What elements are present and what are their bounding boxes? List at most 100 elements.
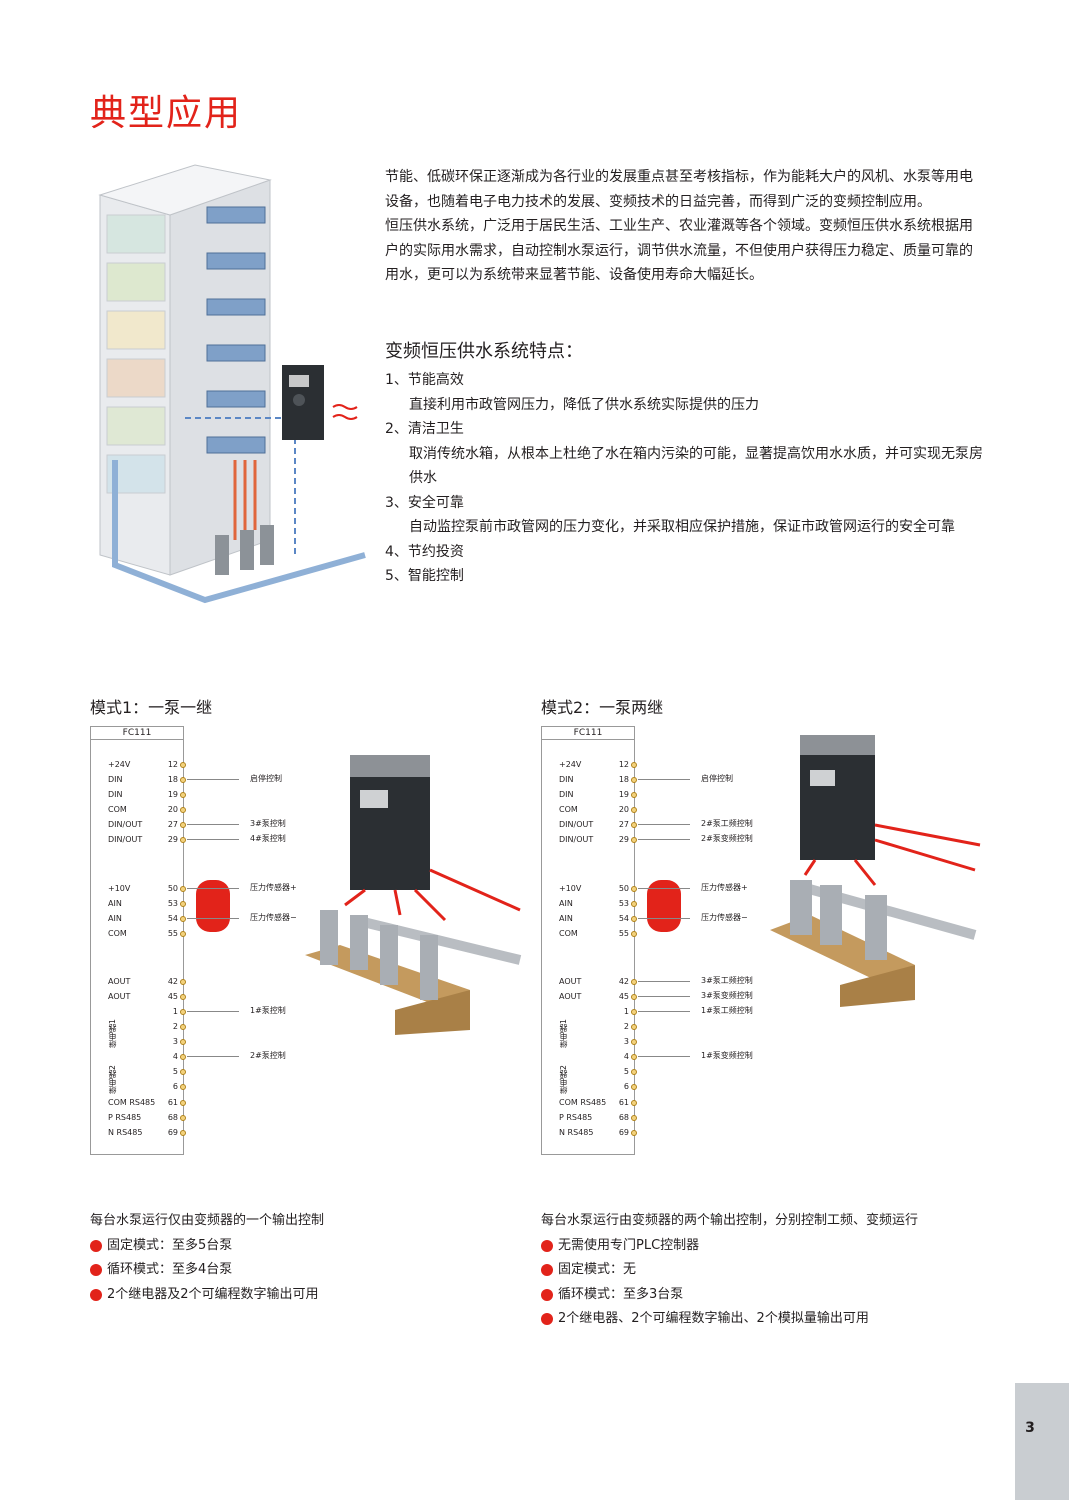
signal-label: 2#泵控制 [250,1051,286,1060]
signal-label: 4#泵控制 [250,834,286,843]
signal-leader-line [187,888,239,889]
terminal-screw [631,1054,637,1060]
terminal-screw [180,1054,186,1060]
mode1-title: 模式1：一泵一继 [90,698,213,717]
terminal-number: 18 [167,775,178,784]
signal-label: 2#泵工频控制 [701,819,753,828]
building-window [206,344,266,362]
terminal-row: 4 [542,1050,642,1064]
signal-leader-line [187,839,239,840]
relay-label: 继电器1 [108,1019,117,1049]
terminal-row: 6 [542,1080,642,1094]
terminal-screw [631,822,637,828]
terminal-screw [180,807,186,813]
terminal-label: COM [559,805,578,814]
intro-paragraph: 恒压供水系统，广泛用于居民生活、工业生产、农业灌溉等各个领域。变频恒压供水系统根… [385,218,973,283]
terminal-number: 6 [623,1082,629,1091]
terminal-label: AOUT [108,977,131,986]
terminal-screw [180,916,186,922]
terminal-label: +24V [108,760,131,769]
terminal-number: 68 [618,1113,629,1122]
terminal-label: N RS485 [108,1128,143,1137]
terminal-label: COM RS485 [559,1098,607,1107]
terminal-label: AIN [108,899,122,908]
terminal-number: 50 [167,884,178,893]
summary-bullet: 无需使用专门PLC控制器 [541,1234,991,1259]
signal-label: 压力传感器− [250,913,297,922]
terminal-number: 42 [167,977,178,986]
summary-bullet: 固定模式：无 [541,1258,991,1283]
terminal-screw [631,886,637,892]
terminal-screw [631,792,637,798]
terminal-number: 45 [618,992,629,1001]
signal-label: 3#泵控制 [250,819,286,828]
signal-leader-line [638,839,690,840]
panel-header: FC111 [91,727,183,740]
terminal-label: P RS485 [108,1113,142,1122]
signal-leader-line [187,1056,239,1057]
summary-bullet: 2个继电器及2个可编程数字输出可用 [90,1283,510,1308]
terminal-screw [180,1115,186,1121]
terminal-screw [180,1069,186,1075]
terminal-screw [180,1024,186,1030]
signal-leader-line [638,1011,690,1012]
terminal-screw [631,777,637,783]
terminal-label: COM RS485 [108,1098,156,1107]
terminal-label: DIN [108,790,123,799]
summary-head: 每台水泵运行由变频器的两个输出控制，分别控制工频、变频运行 [541,1213,919,1228]
signal-leader-line [638,824,690,825]
terminal-number: 5 [172,1067,178,1076]
terminal-row: 2 [542,1020,642,1034]
terminal-number: 42 [618,977,629,986]
terminal-number: 68 [167,1113,178,1122]
terminal-screw [180,777,186,783]
terminal-number: 2 [172,1022,178,1031]
signal-label: 3#泵工频控制 [701,976,753,985]
building-window [206,436,266,454]
terminal-label: DIN [559,775,574,784]
terminal-number: 29 [618,835,629,844]
terminal-number: 5 [623,1067,629,1076]
terminal-screw [631,901,637,907]
building-window [206,252,266,270]
terminal-screw [180,886,186,892]
panel-header: FC111 [542,727,634,740]
terminal-number: 27 [167,820,178,829]
terminal-screw [631,994,637,1000]
terminal-number: 4 [172,1052,178,1061]
terminal-screw [180,1084,186,1090]
terminal-number: 19 [618,790,629,799]
signal-leader-line [187,918,239,919]
terminal-number: 19 [167,790,178,799]
building-window [206,298,266,316]
summary-bullet: 循环模式：至多4台泵 [90,1258,510,1283]
signal-leader-line [187,824,239,825]
mode1-pump-drive-illustration [305,755,522,1035]
page-title: 典型应用 [90,93,243,134]
signal-leader-line [638,888,690,889]
signal-leader-line [638,918,690,919]
terminal-screw [631,1130,637,1136]
terminal-screw [180,1009,186,1015]
terminal-label: +10V [108,884,131,893]
intro-text: 节能、低碳环保正逐渐成为各行业的发展重点甚至考核指标，作为能耗大户的风机、水泵等… [385,165,980,288]
signal-label: 1#泵变频控制 [701,1051,753,1060]
signal-label: 1#泵控制 [250,1006,286,1015]
terminal-label: AOUT [108,992,131,1001]
terminal-screw [631,916,637,922]
terminal-number: 12 [618,760,629,769]
terminal-row: P RS485 68 [91,1111,191,1125]
signal-label: 启停控制 [701,774,733,783]
signal-leader-line [638,996,690,997]
terminal-screw [180,1130,186,1136]
terminal-number: 1 [172,1007,178,1016]
summary-bullet: 2个继电器、2个可编程数字输出、2个模拟量输出可用 [541,1307,991,1332]
